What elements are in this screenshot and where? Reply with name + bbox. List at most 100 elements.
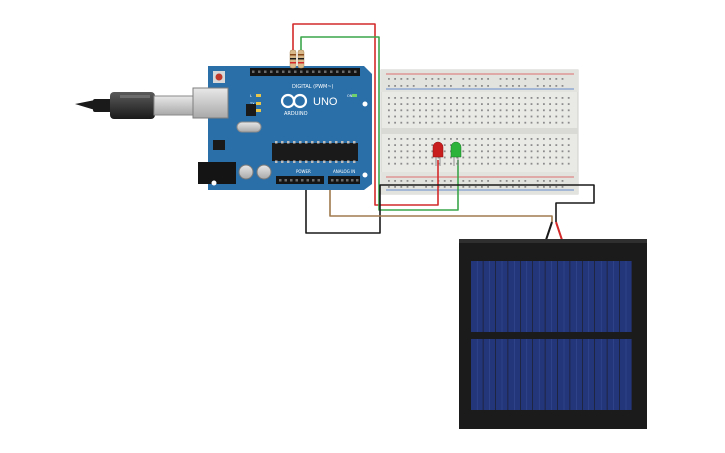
rail-hole xyxy=(474,85,477,87)
rail-hole xyxy=(487,78,489,80)
breadboard-hole xyxy=(431,144,434,146)
breadboard-hole xyxy=(400,97,403,99)
breadboard-hole xyxy=(518,156,520,159)
breadboard-hole xyxy=(518,138,520,140)
header-pin xyxy=(276,70,279,73)
breadboard-hole xyxy=(505,103,508,105)
resistor-1[interactable] xyxy=(289,49,297,69)
solar-cell xyxy=(570,261,582,332)
rail-hole xyxy=(487,186,489,188)
breadboard-hole xyxy=(487,162,489,165)
breadboard[interactable] xyxy=(380,69,579,195)
breadboard-hole xyxy=(567,162,570,165)
breadboard-hole xyxy=(561,103,564,105)
breadboard-hole xyxy=(530,115,533,118)
breadboard-hole xyxy=(394,121,396,124)
breadboard-hole xyxy=(481,144,483,146)
rail-hole xyxy=(518,78,520,80)
breadboard-hole xyxy=(524,144,527,146)
header-pin xyxy=(317,179,320,182)
breadboard-hole xyxy=(549,150,551,153)
breadboard-hole xyxy=(549,144,551,146)
rail-hole xyxy=(450,85,452,87)
breadboard-hole xyxy=(462,138,465,140)
chip-pin xyxy=(329,141,332,144)
chip-pin xyxy=(275,160,278,163)
breadboard-hole xyxy=(487,150,489,153)
breadboard-hole xyxy=(443,162,446,165)
red-led[interactable] xyxy=(432,141,444,166)
solar-cell xyxy=(607,339,620,410)
usb-cable[interactable] xyxy=(75,92,195,119)
breadboard-hole xyxy=(468,109,471,112)
breadboard-hole xyxy=(524,156,527,159)
breadboard-hole xyxy=(450,97,452,99)
breadboard-hole xyxy=(456,138,458,140)
chip-pin xyxy=(329,160,332,163)
rail-hole xyxy=(425,180,427,182)
breadboard-hole xyxy=(512,115,514,118)
breadboard-hole xyxy=(512,144,514,146)
green-led[interactable] xyxy=(450,141,462,166)
breadboard-hole xyxy=(388,121,390,124)
breadboard-hole xyxy=(555,150,558,153)
breadboard-hole xyxy=(443,156,446,159)
breadboard-hole xyxy=(474,109,477,112)
chip-pin xyxy=(347,160,350,163)
breadboard-hole xyxy=(561,115,564,118)
breadboard-hole xyxy=(536,150,539,153)
header-pin xyxy=(312,179,315,182)
rail-hole xyxy=(468,85,471,87)
rail-hole xyxy=(518,186,520,188)
breadboard-hole xyxy=(468,97,471,99)
breadboard-hole xyxy=(462,115,465,118)
breadboard-hole xyxy=(487,144,489,146)
header-pin xyxy=(252,70,255,73)
breadboard-hole xyxy=(431,162,434,165)
rail-hole xyxy=(388,85,390,87)
solar-cell xyxy=(533,339,545,410)
breadboard-hole xyxy=(530,156,533,159)
rail-hole xyxy=(406,180,409,182)
breadboard-hole xyxy=(543,103,545,105)
solar-cell xyxy=(619,261,632,332)
capacitor-1 xyxy=(238,164,254,180)
breadboard-hole xyxy=(431,103,434,105)
chip-pin xyxy=(287,141,290,144)
breadboard-hole xyxy=(512,156,514,159)
breadboard-hole xyxy=(425,138,427,140)
chip-pin xyxy=(353,141,356,144)
breadboard-hole xyxy=(512,150,514,153)
rail-hole xyxy=(505,186,508,188)
rail-hole xyxy=(499,180,502,182)
breadboard-hole xyxy=(462,121,465,124)
breadboard-hole xyxy=(394,156,396,159)
breadboard-hole xyxy=(400,144,403,146)
breadboard-hole xyxy=(530,150,533,153)
rail-hole xyxy=(549,186,551,188)
breadboard-hole xyxy=(425,115,427,118)
solar-panel[interactable] xyxy=(459,239,647,429)
rail-hole xyxy=(512,186,514,188)
resistor-2[interactable] xyxy=(297,49,305,69)
breadboard-hole xyxy=(549,109,551,112)
breadboard-hole xyxy=(419,138,421,140)
breadboard-hole xyxy=(481,115,483,118)
rail-hole xyxy=(536,180,539,182)
rail-hole xyxy=(518,180,520,182)
rail-hole xyxy=(450,180,452,182)
breadboard-hole xyxy=(499,103,502,105)
rail-hole xyxy=(524,78,527,80)
breadboard-hole xyxy=(450,138,452,140)
breadboard-hole xyxy=(512,97,514,99)
arduino-uno-board[interactable]: DIGITAL (PWM~) ARDUINO UNO L TX RX ON PO… xyxy=(192,66,372,190)
rail-hole xyxy=(468,78,471,80)
rail-hole xyxy=(487,85,489,87)
breadboard-hole xyxy=(406,109,409,112)
breadboard-hole xyxy=(474,121,477,124)
rail-hole xyxy=(487,180,489,182)
breadboard-hole xyxy=(555,121,558,124)
rail-hole xyxy=(543,85,545,87)
rail-hole xyxy=(505,85,508,87)
